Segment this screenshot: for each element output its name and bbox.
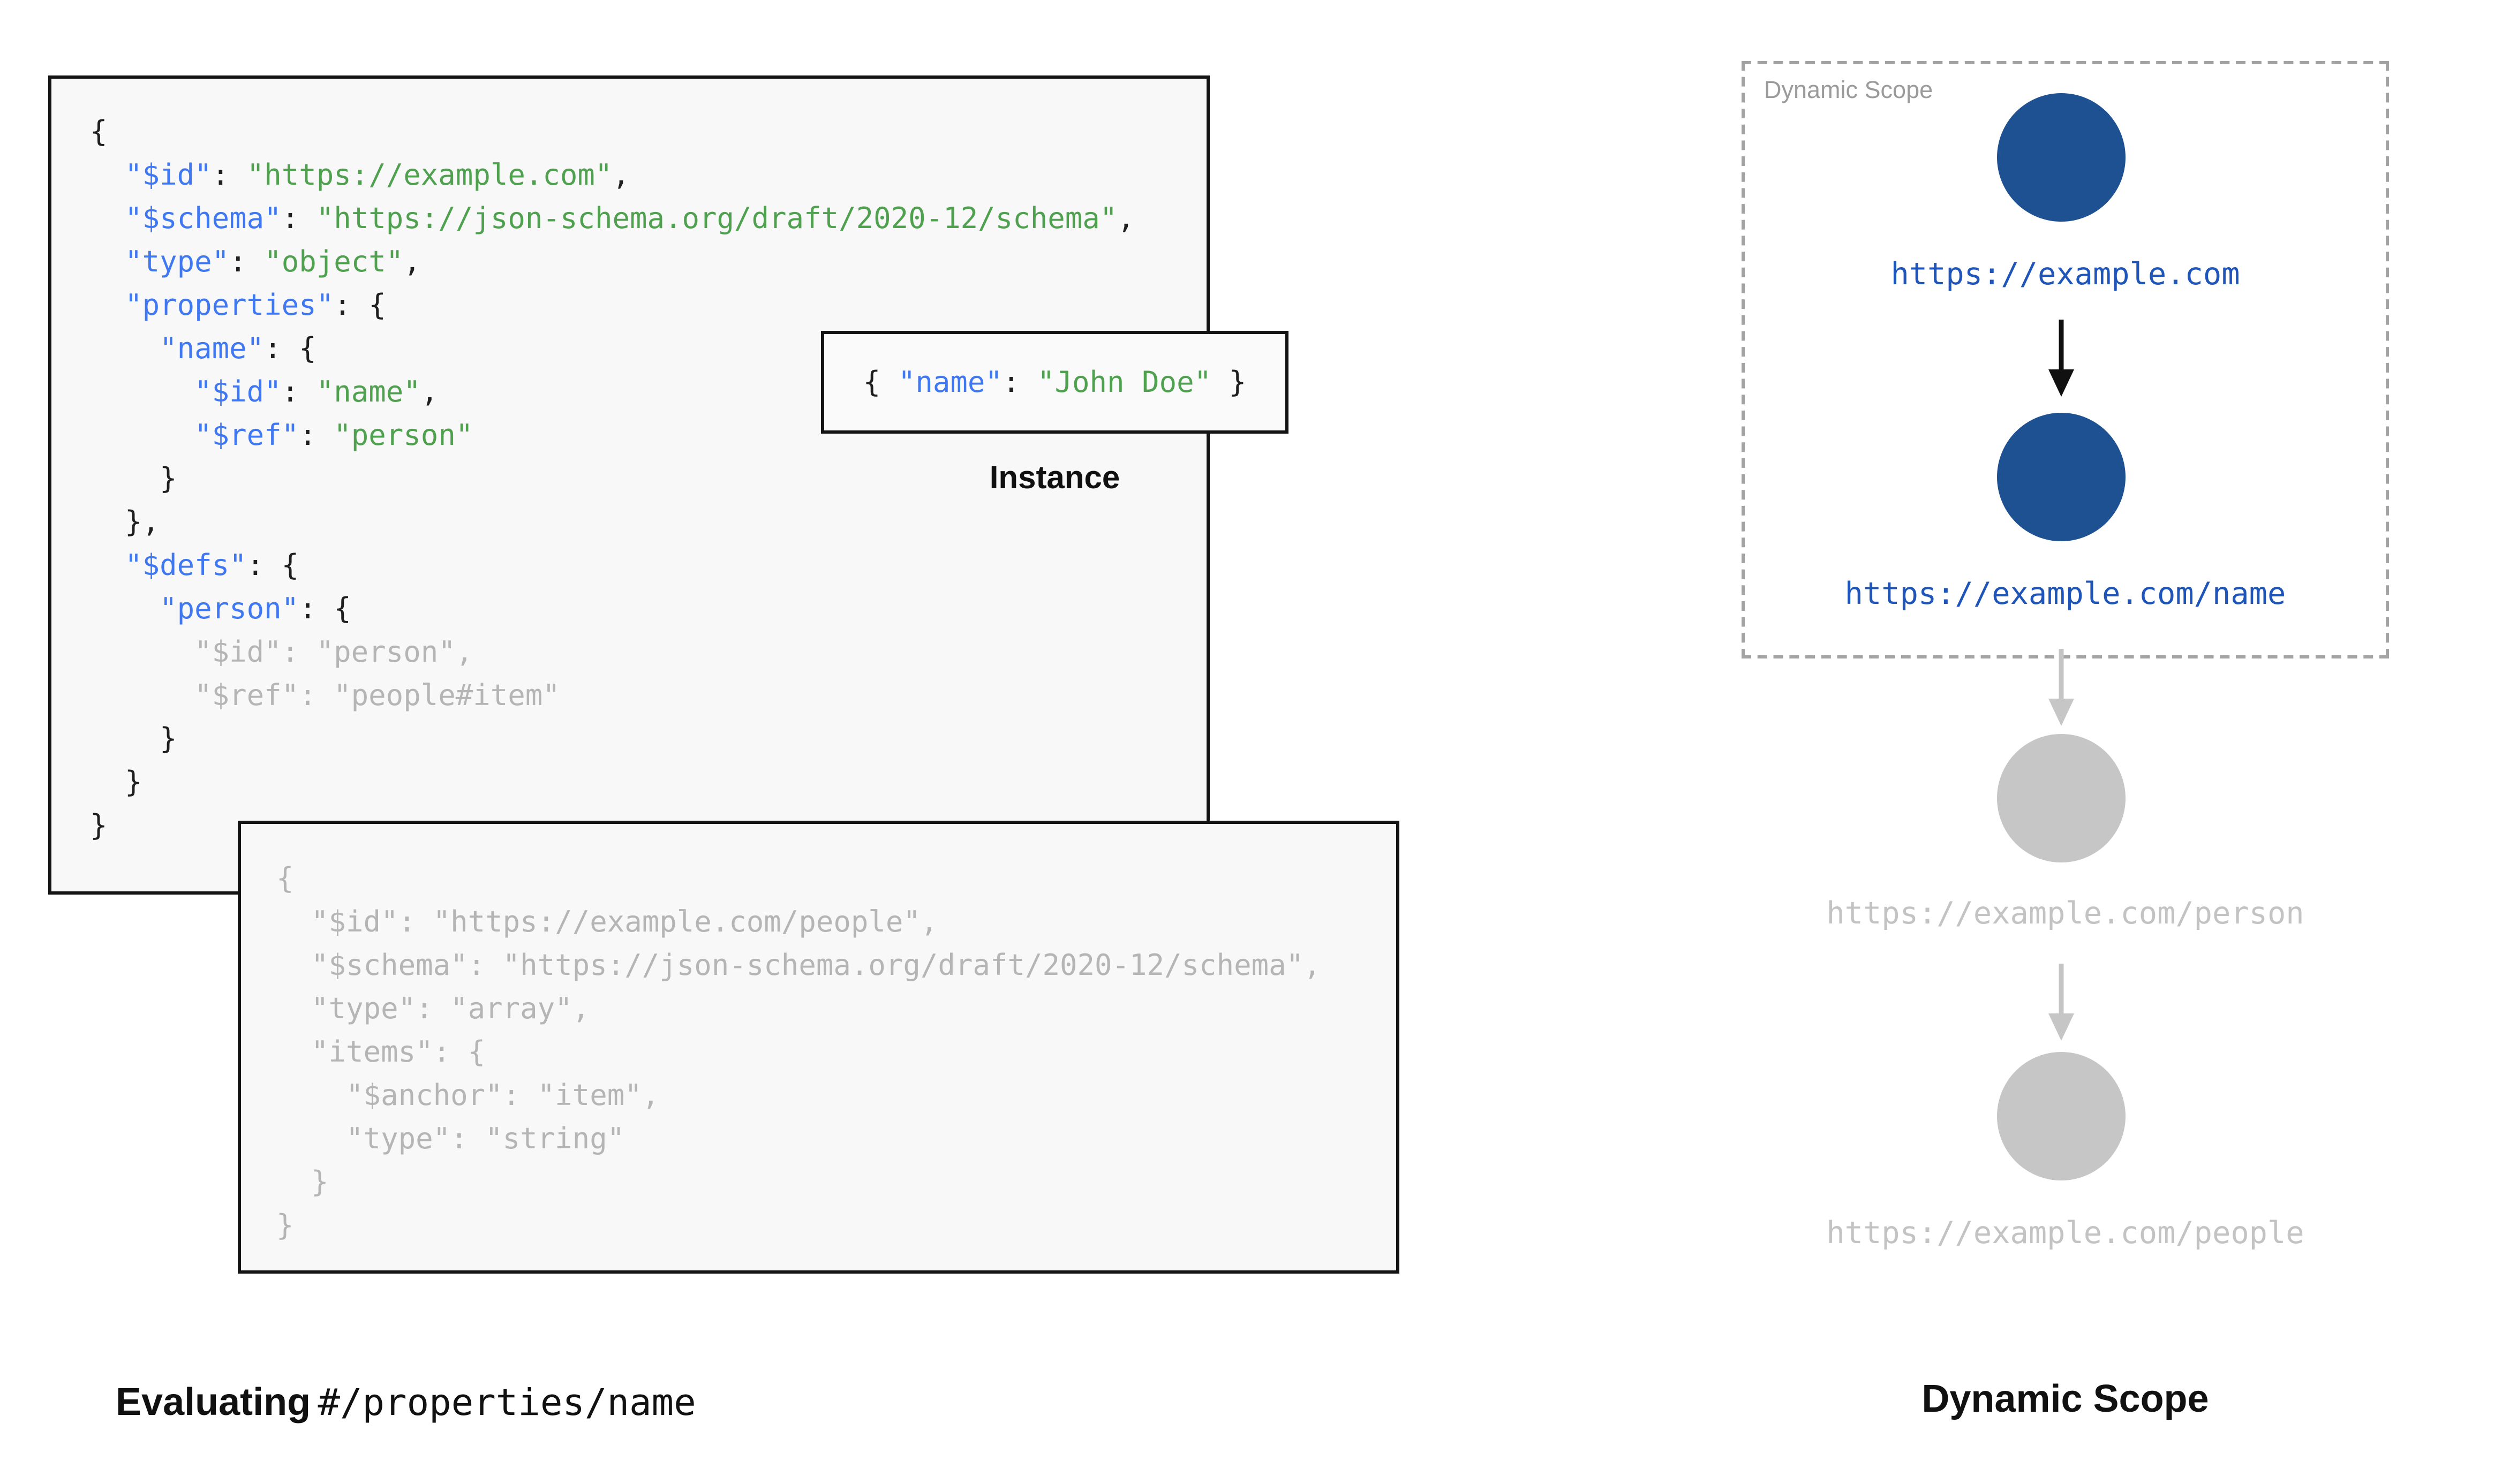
code-line: "items": {: [276, 1036, 486, 1070]
code-line: }: [276, 1209, 294, 1243]
code-line: "name": {: [160, 332, 316, 366]
code-line: }: [90, 766, 142, 800]
code-line: "$defs": {: [125, 549, 299, 583]
scope-node-example-circle: [1997, 93, 2126, 222]
instance-label: Instance: [989, 461, 1120, 496]
code-line: "$ref": "people#item": [90, 679, 560, 713]
code-line: "type": "string": [276, 1123, 625, 1156]
dynamic-scope-caption: Dynamic Scope: [1921, 1378, 2209, 1421]
scope-node-person-circle: [1997, 734, 2126, 862]
code-line: "$schema": "https://json-schema.org/draf…: [125, 202, 1135, 236]
evaluating-caption: Evaluating #/properties/name: [116, 1381, 696, 1426]
arrow-down-icon: [2048, 649, 2074, 726]
code-line: }: [276, 1166, 329, 1200]
scope-node-people-label: https://example.com/people: [1826, 1216, 2304, 1251]
arrow-down-icon: [2048, 320, 2074, 397]
code-line: "$id": "https://example.com/people",: [276, 906, 938, 940]
scope-node-name-circle: [1997, 413, 2126, 541]
code-line: "type": "object",: [125, 246, 421, 279]
code-line: "$ref": "person": [194, 419, 473, 453]
dynamic-scope-box-label: Dynamic Scope: [1764, 77, 1933, 104]
scope-node-example-label: https://example.com: [1890, 257, 2240, 292]
code-line: "$anchor": "item",: [276, 1079, 660, 1113]
code-line: }: [90, 463, 177, 496]
evaluating-caption-prefix: Evaluating: [116, 1381, 311, 1425]
code-line: {: [90, 116, 108, 149]
code-line: },: [90, 506, 160, 540]
code-line: "$id": "person",: [90, 636, 473, 670]
code-line: "person": {: [160, 593, 351, 626]
root-schema-panel: { "$id": "https://example.com", "$schema…: [48, 75, 1210, 895]
arrow-down-icon: [2048, 964, 2074, 1041]
root-schema-code: { "$id": "https://example.com", "$schema…: [90, 111, 1207, 848]
code-line: "properties": {: [125, 289, 386, 323]
code-line: "$id": "https://example.com",: [125, 159, 630, 193]
people-schema-code: { "$id": "https://example.com/people", "…: [276, 858, 1396, 1248]
code-line: "type": "array",: [276, 993, 590, 1026]
instance-code: { "name": "John Doe" }: [863, 361, 1246, 404]
code-line: "$schema": "https://json-schema.org/draf…: [276, 949, 1321, 983]
people-schema-panel: { "$id": "https://example.com/people", "…: [238, 821, 1399, 1274]
scope-node-people-circle: [1997, 1052, 2126, 1180]
instance-panel: { "name": "John Doe" }: [821, 331, 1288, 434]
scope-node-person-label: https://example.com/person: [1826, 896, 2304, 932]
dynamic-scope-box: Dynamic Scope: [1742, 61, 2389, 658]
scope-node-name-label: https://example.com/name: [1844, 577, 2286, 612]
code-line: }: [90, 809, 108, 843]
code-line: }: [90, 723, 177, 756]
code-line: { "name": "John Doe" }: [863, 365, 1247, 399]
evaluating-pointer: #/properties/name: [318, 1383, 696, 1425]
code-line: {: [276, 862, 294, 896]
code-line: "$id": "name",: [194, 376, 439, 410]
